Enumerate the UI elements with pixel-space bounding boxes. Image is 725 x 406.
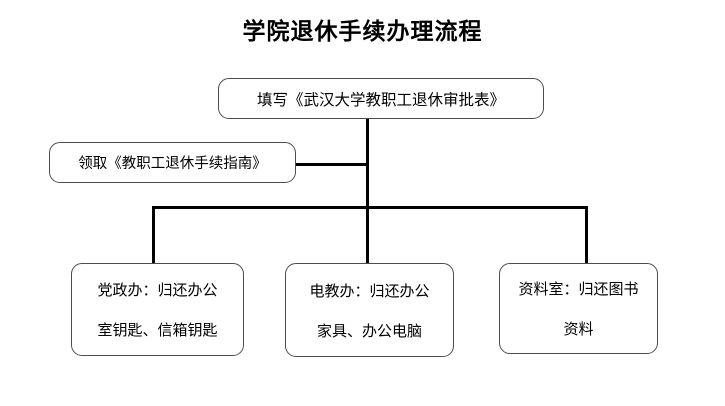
node-text-line: 填写《武汉大学教职工退休审批表》 [256,90,505,109]
connector-guide-horizontal [294,163,369,166]
node-text-line: 党政办：归还办公 [97,281,218,299]
node-educational-technology-office[interactable]: 电教办：归还办公 家具、办公电脑 [285,263,454,357]
node-text-line: 资料室：归还图书 [518,280,639,298]
page-title: 学院退休手续办理流程 [242,18,483,45]
connector-drop-left [152,206,155,265]
node-party-admin-office[interactable]: 党政办：归还办公 室钥匙、信箱钥匙 [71,263,244,356]
node-text-line: 室钥匙、信箱钥匙 [97,321,218,339]
node-archive-room[interactable]: 资料室：归还图书 资料 [499,263,658,354]
connector-branch-bar [152,206,588,209]
node-fill-approval-form[interactable]: 填写《武汉大学教职工退休审批表》 [218,78,544,119]
node-collect-retirement-guide[interactable]: 领取《教职工退休手续指南》 [49,142,296,183]
node-text-line: 电教办：归还办公 [309,281,430,300]
node-text-line: 家具、办公电脑 [316,321,422,340]
node-text-line: 资料 [563,320,594,338]
node-text-line: 领取《教职工退休手续指南》 [78,156,267,172]
connector-drop-right [585,206,588,265]
connector-trunk-vertical [366,117,369,265]
